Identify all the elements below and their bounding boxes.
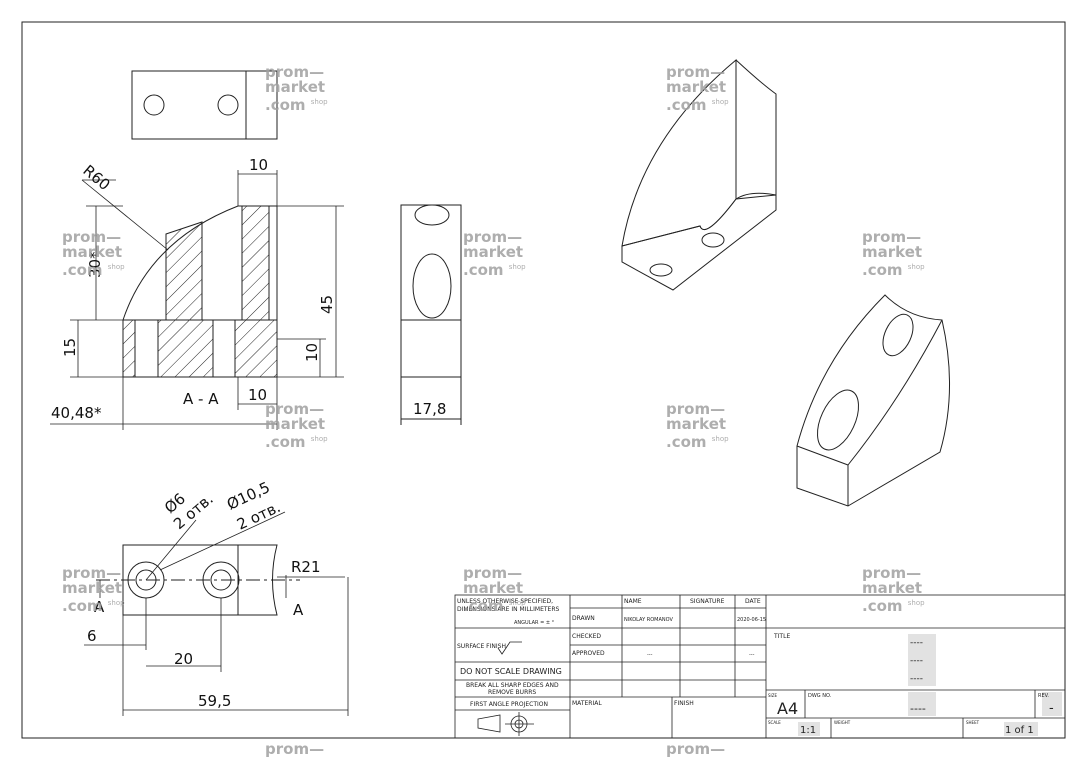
dim-right-10: 10 — [303, 343, 321, 362]
tb-dimensions: DIMENSIONS ARE IN MILLIMETERS — [457, 606, 559, 613]
side-view — [400, 204, 462, 425]
tb-angular: ANGULAR = ± ° — [514, 620, 555, 626]
section-dimensions — [50, 170, 344, 430]
title-block-grid — [454, 594, 1066, 739]
sheet-border — [21, 21, 1066, 739]
tb-projection: FIRST ANGLE PROJECTION — [470, 701, 548, 708]
scale-shading — [798, 722, 820, 736]
dim-20: 20 — [174, 650, 193, 668]
title-block-shading — [908, 634, 936, 686]
tb-unless: UNLESS OTHERWISE SPECIFIED, — [457, 598, 553, 605]
iso-view-1 — [621, 58, 777, 291]
tb-sheet-label: SHEET — [966, 720, 980, 725]
dim-45: 45 — [318, 295, 336, 314]
tb-size-label: SIZE — [768, 693, 777, 698]
dim-59-5: 59,5 — [198, 692, 231, 710]
tb-drawn-date: 2020-06-15 — [737, 617, 766, 623]
tb-row-approved: APPROVED — [572, 650, 605, 657]
tb-size: A4 — [777, 699, 798, 718]
tb-scale-label: SCALE — [768, 720, 781, 725]
bottom-dimensions — [84, 511, 349, 716]
surface-finish-icon — [497, 641, 522, 655]
dim-6: 6 — [87, 627, 97, 645]
tb-col-date: DATE — [745, 598, 761, 605]
tb-break-edges-1: BREAK ALL SHARP EDGES AND — [466, 682, 559, 689]
bottom-view — [96, 544, 300, 616]
tb-dwg-no: ---- — [910, 702, 926, 715]
tb-dwg-no-label: DWG NO. — [808, 693, 832, 699]
tb-rev: - — [1049, 701, 1054, 716]
tb-title-label: TITLE — [773, 633, 790, 640]
tb-row-checked: CHECKED — [572, 633, 601, 640]
tb-rev-label: REV. — [1038, 693, 1049, 699]
tb-title-line-2: ---- — [910, 656, 923, 666]
section-view — [122, 205, 278, 378]
tb-weight-label: WEIGHT — [834, 720, 851, 725]
section-arrow-a-left: A — [94, 598, 105, 616]
tb-col-name: NAME — [624, 598, 642, 605]
tb-row-drawn: DRAWN — [572, 615, 595, 622]
dim-top-10: 10 — [249, 156, 268, 174]
dim-15: 15 — [61, 338, 79, 357]
tb-sheet: 1 of 1 — [1005, 725, 1034, 736]
tb-finish: FINISH — [674, 700, 694, 707]
rev-shading — [1042, 692, 1062, 716]
tb-break-edges-2: REMOVE BURRS — [488, 689, 536, 696]
dim-r60: R60 — [79, 161, 113, 194]
tb-scale: 1:1 — [800, 725, 816, 736]
iso-view-2 — [796, 294, 950, 507]
tb-drawn-name: NIKOLAY ROMANOV — [624, 617, 673, 623]
tb-do-not-scale: DO NOT SCALE DRAWING — [460, 667, 562, 676]
tb-approved-name: --- — [647, 652, 653, 658]
dim-r21: R21 — [291, 558, 321, 576]
dim-40-48: 40,48* — [51, 404, 102, 422]
dim-17-8: 17,8 — [413, 400, 446, 418]
dwg-no-shading — [908, 692, 936, 716]
section-label: A - A — [183, 390, 219, 408]
sheet-shading — [1004, 722, 1038, 736]
tb-surface-finish: SURFACE FINISH — [457, 643, 506, 650]
tb-col-signature: SIGNATURE — [690, 598, 725, 605]
tb-approved-date: --- — [749, 652, 755, 658]
section-arrow-a-right: A — [293, 601, 304, 619]
tb-material: MATERIAL — [572, 700, 602, 707]
tb-title-line-1: ---- — [910, 638, 923, 648]
projection-symbol — [477, 712, 534, 736]
tb-title-line-3: ---- — [910, 674, 923, 684]
dim-bottom-10: 10 — [248, 386, 267, 404]
dim-30: 30* — [86, 251, 104, 278]
top-view — [131, 70, 278, 140]
